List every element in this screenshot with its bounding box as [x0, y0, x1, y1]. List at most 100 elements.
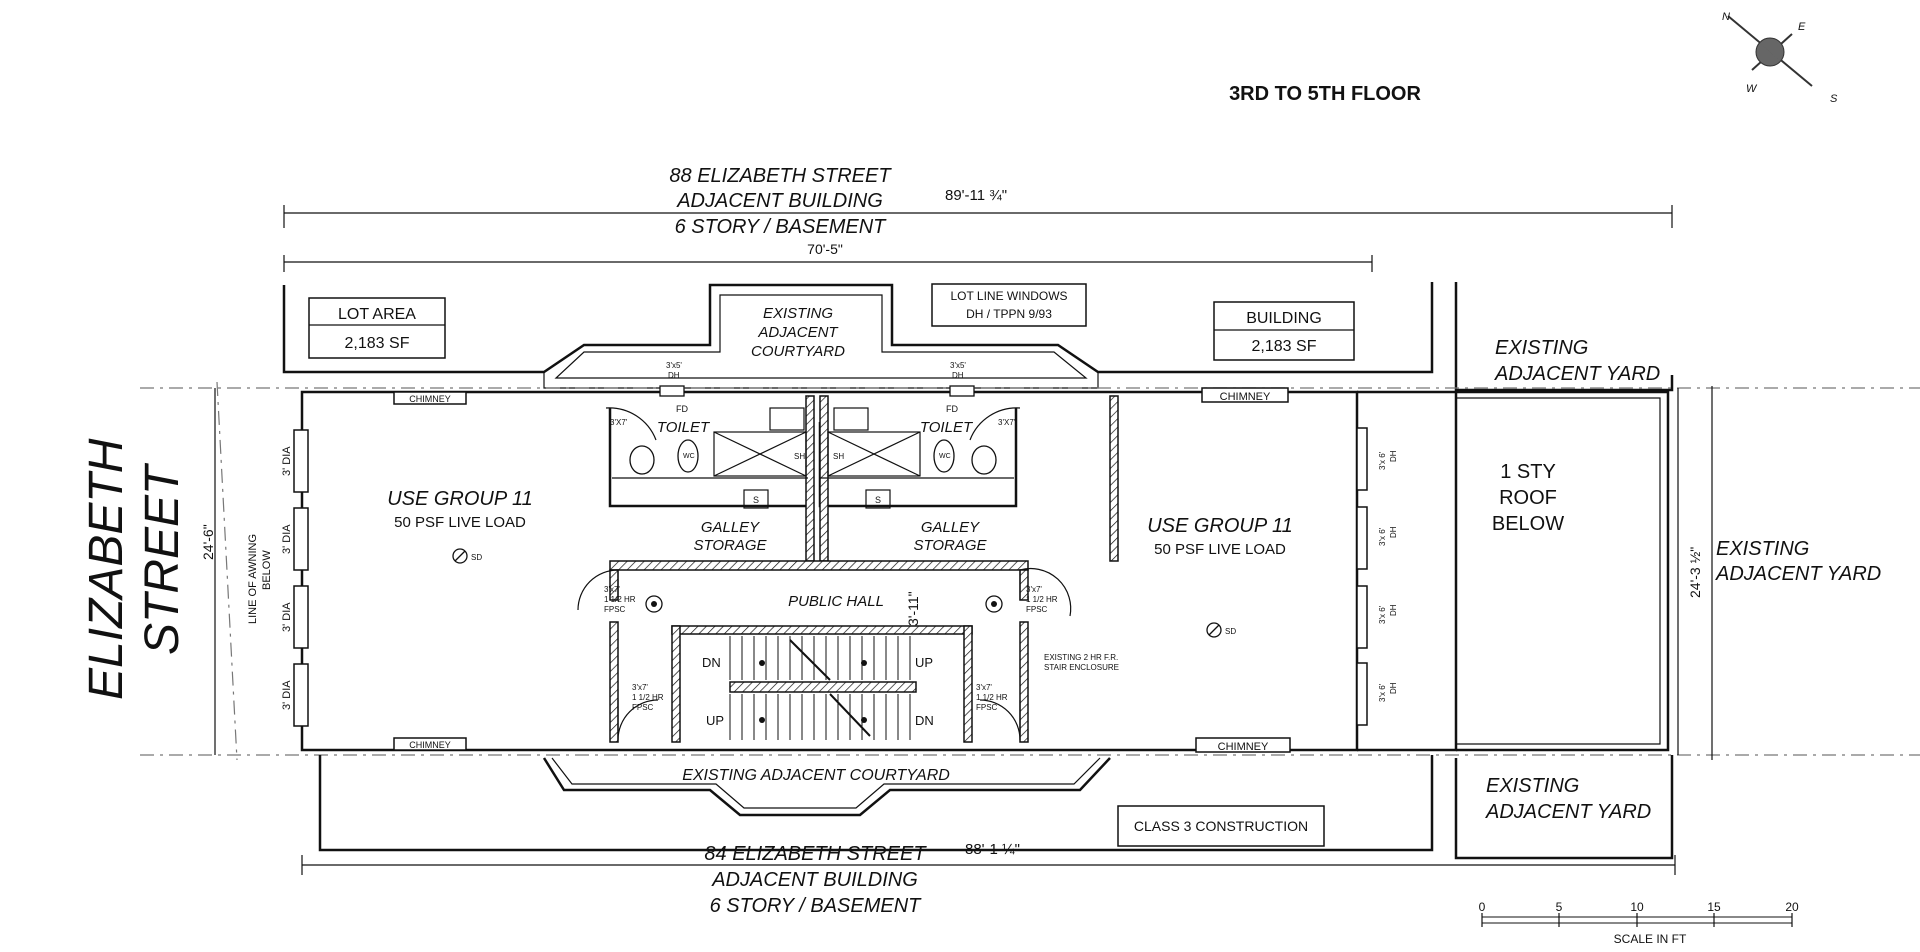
south-building-stories: 6 STORY / BASEMENT — [710, 895, 923, 917]
south-courtyard-label: EXISTING ADJACENT COURTYARD — [682, 767, 950, 784]
chimney-sw: CHIMNEY — [393, 737, 467, 751]
stair-enclosure-line2: STAIR ENCLOSURE — [1044, 663, 1119, 672]
interior-partition-east — [1109, 395, 1119, 562]
dimension-line-total-south: 88'-1 ¼" — [301, 841, 1676, 875]
building-area-box: BUILDING 2,183 SF — [1213, 301, 1355, 361]
scale-tick-10: 10 — [1630, 900, 1644, 914]
front-window-label-3: 3' DIA — [281, 602, 293, 632]
dimension-width-rear-text: 24'-3 ½" — [1687, 547, 1703, 598]
fpsc-se-size: 3'x7' — [976, 683, 992, 692]
compass-s-label: S — [1830, 93, 1838, 105]
front-window-label-1: 3' DIA — [281, 446, 293, 476]
rear-window-dh-4: DH — [1389, 682, 1398, 694]
roof-line3: BELOW — [1492, 513, 1564, 535]
rear-extension-wall — [1357, 390, 1458, 752]
window-north-east-dh: DH — [952, 371, 964, 380]
scale-tick-0: 0 — [1479, 900, 1486, 914]
chimney-se: CHIMNEY — [1195, 737, 1291, 753]
use-group-west-line2: 50 PSF LIVE LOAD — [394, 514, 526, 531]
north-arrow-compass-icon: N E W S — [1722, 11, 1838, 105]
dimension-total-north: 89'-11 ¾" — [945, 187, 1007, 204]
south-adjacent-building-label: 84 ELIZABETH STREET ADJACENT BUILDING 6 … — [704, 843, 927, 917]
dimension-line-total-north: 89'-11 ¾" — [283, 187, 1673, 228]
roof-line1: 1 STY — [1500, 461, 1556, 483]
smoke-detector-west: SD — [452, 548, 482, 564]
scale-label: SCALE IN FT — [1614, 932, 1687, 946]
north-building-stories: 6 STORY / BASEMENT — [675, 216, 888, 238]
use-group-west-line1: USE GROUP 11 — [387, 488, 533, 510]
stair-dn-east: DN — [915, 713, 934, 728]
fpsc-nw-type: FPSC — [604, 605, 626, 614]
smoke-detector-east-label: SD — [1225, 627, 1236, 636]
window-north-east-size: 3'x5' — [950, 361, 966, 370]
shower-east-label: SH — [833, 452, 844, 461]
chimney-sw-label: CHIMNEY — [409, 740, 451, 750]
window-north-west-size: 3'x5' — [666, 361, 682, 370]
stair-dn-west: DN — [702, 655, 721, 670]
use-group-east-line1: USE GROUP 11 — [1147, 515, 1293, 537]
fpsc-ne-size: 3'x7' — [1026, 585, 1042, 594]
south-yard-line2: ADJACENT YARD — [1485, 801, 1651, 823]
wc-east-label: WC — [939, 453, 951, 460]
chimney-se-label: CHIMNEY — [1218, 741, 1269, 753]
north-adjacent-building-label: 88 ELIZABETH STREET ADJACENT BUILDING 6 … — [669, 165, 892, 238]
front-windows: 3' DIA 3' DIA 3' DIA 3' DIA — [281, 429, 309, 727]
north-yard-line2: ADJACENT YARD — [1494, 363, 1660, 385]
building-area-label: BUILDING — [1246, 310, 1322, 327]
north-building-address: 88 ELIZABETH STREET — [669, 165, 892, 187]
dimension-width-front: 24'-6" — [200, 388, 216, 755]
north-adjacent-building-outline — [282, 282, 1434, 374]
building-area-value: 2,183 SF — [1252, 338, 1317, 355]
fpsc-ne-type: FPSC — [1026, 605, 1048, 614]
street-name-line2: STREET — [136, 462, 189, 655]
dimension-width-front-text: 24'-6" — [200, 524, 216, 560]
bathroom-core: SH SH WC WC 3'x5' DH 3'x5' DH 3'X7' 3'X7… — [605, 361, 1021, 562]
fpsc-ne-rating: 1 1/2 HR — [1026, 595, 1058, 604]
fpsc-nw-rating: 1 1/2 HR — [604, 595, 636, 604]
awning-label-line1: LINE OF AWNING — [247, 534, 259, 624]
lot-area-label: LOT AREA — [338, 306, 416, 323]
chimney-ne-label: CHIMNEY — [1220, 391, 1271, 403]
front-window-label-2: 3' DIA — [281, 524, 293, 554]
public-hall — [577, 560, 1072, 743]
fpsc-door-labels: 3'x7' 1 1/2 HR FPSC 3'x7' 1 1/2 HR FPSC … — [604, 585, 1058, 712]
roof-parapet-line — [1456, 397, 1661, 745]
floor-drain-east: FD — [946, 404, 958, 414]
fpsc-nw-size: 3'x7' — [604, 585, 620, 594]
door-east-bath-size: 3'X7' — [998, 418, 1016, 427]
lot-line-windows-line1: LOT LINE WINDOWS — [950, 289, 1067, 303]
south-building-type: ADJACENT BUILDING — [711, 869, 918, 891]
north-building-type: ADJACENT BUILDING — [676, 190, 883, 212]
smoke-detector-west-label: SD — [471, 553, 482, 562]
south-courtyard-outline — [542, 757, 1111, 817]
dimension-line-building-north: 70'-5" — [283, 241, 1373, 272]
construction-class-label: CLASS 3 CONSTRUCTION — [1134, 818, 1308, 834]
east-yard-line2: ADJACENT YARD — [1715, 563, 1881, 585]
awning-label-line2: BELOW — [261, 550, 273, 590]
dimension-total-south: 88'-1 ¼" — [965, 841, 1020, 858]
shower-west-label: SH — [794, 452, 805, 461]
rear-window-label-3: 3'x 6' — [1378, 605, 1387, 624]
galley-east-line1: GALLEY — [921, 519, 980, 536]
smoke-detector-east: SD — [1206, 622, 1236, 638]
rear-window-dh-1: DH — [1389, 450, 1398, 462]
north-courtyard-line1: EXISTING — [763, 305, 833, 322]
rear-window-label-4: 3'x 6' — [1378, 683, 1387, 702]
north-courtyard-outline — [543, 372, 1099, 389]
dimension-width-rear: 24'-3 ½" — [1677, 388, 1703, 755]
public-hall-width: 3'-11" — [905, 591, 921, 626]
drawing-title: 3RD TO 5TH FLOOR — [1229, 83, 1421, 105]
galley-east-line2: STORAGE — [913, 537, 987, 554]
chimney-nw-label: CHIMNEY — [409, 394, 451, 404]
scale-tick-5: 5 — [1556, 900, 1563, 914]
sink-east-label: S — [875, 495, 881, 505]
south-yard-outline — [1454, 755, 1674, 860]
building-outer-wall — [300, 390, 1359, 752]
scale-tick-20: 20 — [1785, 900, 1799, 914]
dimension-building-north: 70'-5" — [807, 241, 843, 257]
galley-west-line1: GALLEY — [701, 519, 760, 536]
public-hall-label: PUBLIC HALL — [788, 593, 884, 610]
sink-west: S — [743, 489, 769, 509]
fpsc-sw-type: FPSC — [632, 703, 654, 712]
north-courtyard-label: EXISTING ADJACENT COURTYARD — [751, 305, 845, 360]
